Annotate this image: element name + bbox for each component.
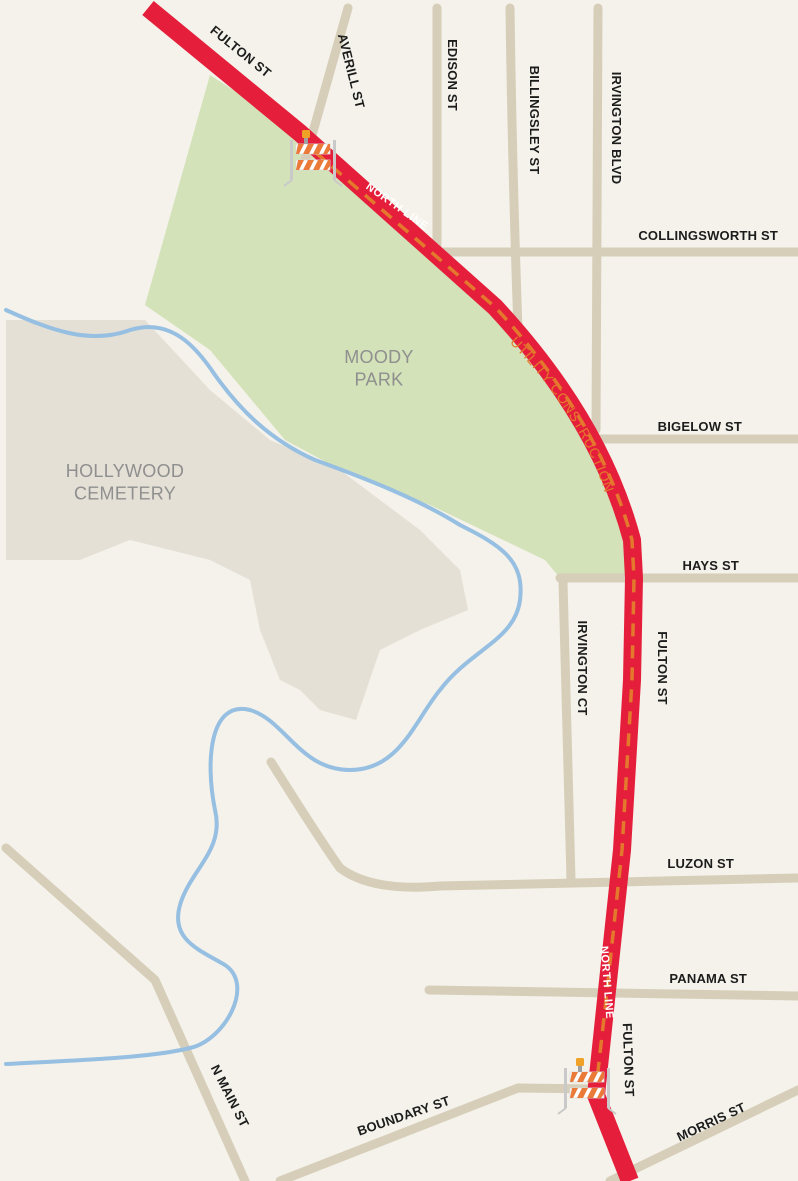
label-irvington-blvd: IRVINGTON BLVD <box>609 72 624 185</box>
area-label-line: CEMETERY <box>74 484 176 504</box>
area-label-line: HOLLYWOOD <box>66 461 184 481</box>
label-luzon-st: LUZON ST <box>667 856 734 871</box>
street-irvington-blvd[interactable] <box>591 3 603 435</box>
label-hays-st: HAYS ST <box>682 558 739 573</box>
label-collingsworth-st: COLLINGSWORTH ST <box>638 228 778 243</box>
label-edison-st: EDISON ST <box>445 39 460 111</box>
hollywood-cemetery-label: HOLLYWOOD CEMETERY <box>66 461 184 504</box>
label-panama-st: PANAMA ST <box>669 971 747 986</box>
street-n-main[interactable] <box>1 843 250 1181</box>
area-label-line: MOODY <box>344 347 414 367</box>
street-irvington-ct[interactable] <box>558 577 576 885</box>
street-network <box>1 3 798 1181</box>
street-luzon[interactable] <box>266 757 798 892</box>
label-fulton-st-bottom: FULTON ST <box>620 1023 638 1097</box>
moody-park-area <box>145 75 634 578</box>
street-billingsley[interactable] <box>505 3 523 335</box>
river <box>4 308 523 1066</box>
label-bigelow-st: BIGELOW ST <box>658 419 742 434</box>
area-label-line: PARK <box>355 370 404 390</box>
north-line-label-bottom: NORTH LINE <box>598 946 616 1020</box>
label-billingsley-st: BILLINGSLEY ST <box>527 66 542 175</box>
hollywood-cemetery-area <box>6 320 468 720</box>
utility-construction-segment <box>313 150 636 1081</box>
label-fulton-st-mid: FULTON ST <box>655 631 670 705</box>
construction-barricade-icon[interactable] <box>557 1058 617 1115</box>
street-morris[interactable] <box>605 1085 798 1181</box>
moody-park-label: MOODY PARK <box>344 347 414 390</box>
label-irvington-ct: IRVINGTON CT <box>575 620 590 715</box>
construction-barricade-icon[interactable] <box>283 130 343 187</box>
